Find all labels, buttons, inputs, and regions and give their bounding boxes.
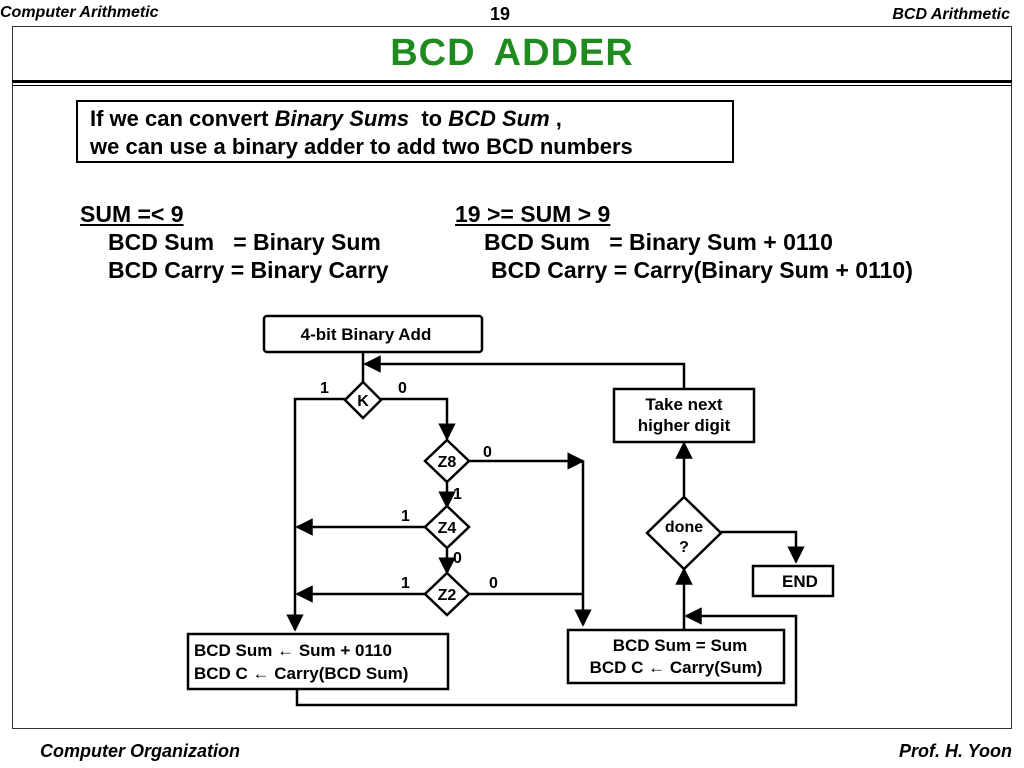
start-box-label: 4-bit Binary Add xyxy=(301,325,432,344)
footer-author: Prof. H. Yoon xyxy=(898,741,1012,761)
start-box: 4-bit Binary Add xyxy=(262,314,484,354)
plain-sum-box-line-1: BCD Sum = Sum xyxy=(613,636,748,655)
decision-done-question: ? xyxy=(679,539,689,556)
header-section-title: BCD Arithmetic xyxy=(892,6,1010,23)
correction-box-line-2: BCD C ← Carry(BCD Sum) xyxy=(194,664,408,683)
decision-done: done ? xyxy=(645,495,723,571)
label-k-one: 1 xyxy=(320,380,329,397)
rule-sum-gt-9: 19 >= SUM > 9 BCD Sum = Binary Sum + 011… xyxy=(455,200,913,284)
next-digit-line-2: higher digit xyxy=(638,416,731,435)
intro-text-post: , xyxy=(549,106,562,131)
decision-z8-label: Z8 xyxy=(438,454,457,471)
label-z2-one: 1 xyxy=(401,575,410,592)
decision-z8: Z8 xyxy=(423,438,471,484)
decision-z2: Z2 xyxy=(423,571,471,617)
end-box-label: END xyxy=(782,572,818,591)
rule-sum-le-9-heading: SUM =< 9 xyxy=(80,201,184,227)
connector-done-to-end xyxy=(721,530,805,564)
page-number: 19 xyxy=(490,4,511,24)
next-digit-line-1: Take next xyxy=(645,395,723,414)
end-box: END xyxy=(751,564,835,598)
connector-loop-back xyxy=(363,355,686,388)
label-z4-one: 1 xyxy=(401,508,410,525)
decision-done-label: done xyxy=(665,519,703,536)
decision-k: K xyxy=(343,380,383,420)
footer-course: Computer Organization xyxy=(40,741,241,761)
intro-text-mid: to xyxy=(409,106,449,131)
connector-k-one xyxy=(286,397,345,632)
intro-emphasis-binary-sums: Binary Sums xyxy=(274,106,410,131)
intro-line-1: If we can convert Binary Sums to BCD Sum… xyxy=(90,105,732,133)
plain-sum-box: BCD Sum = Sum BCD C ← Carry(Sum) xyxy=(566,628,786,685)
decision-z4: Z4 xyxy=(423,504,471,550)
intro-line-2: we can use a binary adder to add two BCD… xyxy=(90,134,633,159)
connector-correct-to-done xyxy=(295,607,798,707)
title-divider-thin xyxy=(12,85,1012,86)
next-digit-box: Take next higher digit xyxy=(612,387,756,444)
label-z2-zero: 0 xyxy=(489,575,498,592)
label-z8-one: 1 xyxy=(453,486,462,503)
rule-sum-le-9: SUM =< 9 BCD Sum = Binary Sum BCD Carry … xyxy=(80,200,389,284)
decision-z2-label: Z2 xyxy=(438,587,457,604)
label-z8-zero: 0 xyxy=(483,444,492,461)
intro-text-pre: If we can convert xyxy=(90,106,275,131)
rule-sum-le-9-line-2: BCD Carry = Binary Carry xyxy=(108,257,389,283)
rule-sum-gt-9-line-2: BCD Carry = Carry(Binary Sum + 0110) xyxy=(491,257,913,283)
slide-frame xyxy=(12,26,1012,729)
correction-box: BCD Sum ← Sum + 0110 BCD C ← Carry(BCD S… xyxy=(186,632,450,691)
intro-emphasis-bcd-sum: BCD Sum xyxy=(448,106,550,131)
slide-title: BCD ADDER xyxy=(390,32,634,74)
branch-labels: 1 0 0 1 1 0 1 0 xyxy=(320,380,498,592)
plain-sum-box-line-2: BCD C ← Carry(Sum) xyxy=(590,658,763,677)
decision-z4-label: Z4 xyxy=(438,520,457,537)
correction-box-line-1: BCD Sum ← Sum + 0110 xyxy=(194,641,392,660)
rule-sum-gt-9-line-1: BCD Sum = Binary Sum + 0110 xyxy=(484,229,833,255)
intro-box: If we can convert Binary Sums to BCD Sum… xyxy=(76,100,734,163)
label-k-zero: 0 xyxy=(398,380,407,397)
connector-k-zero xyxy=(381,397,456,441)
header-course-title: Computer Arithmetic xyxy=(0,4,159,21)
title-divider xyxy=(12,80,1012,83)
rule-sum-gt-9-heading: 19 >= SUM > 9 xyxy=(455,201,611,227)
decision-k-label: K xyxy=(357,393,369,410)
label-z4-zero: 0 xyxy=(453,550,462,567)
flowchart-connectors xyxy=(286,352,805,707)
rule-sum-le-9-line-1: BCD Sum = Binary Sum xyxy=(108,229,381,255)
